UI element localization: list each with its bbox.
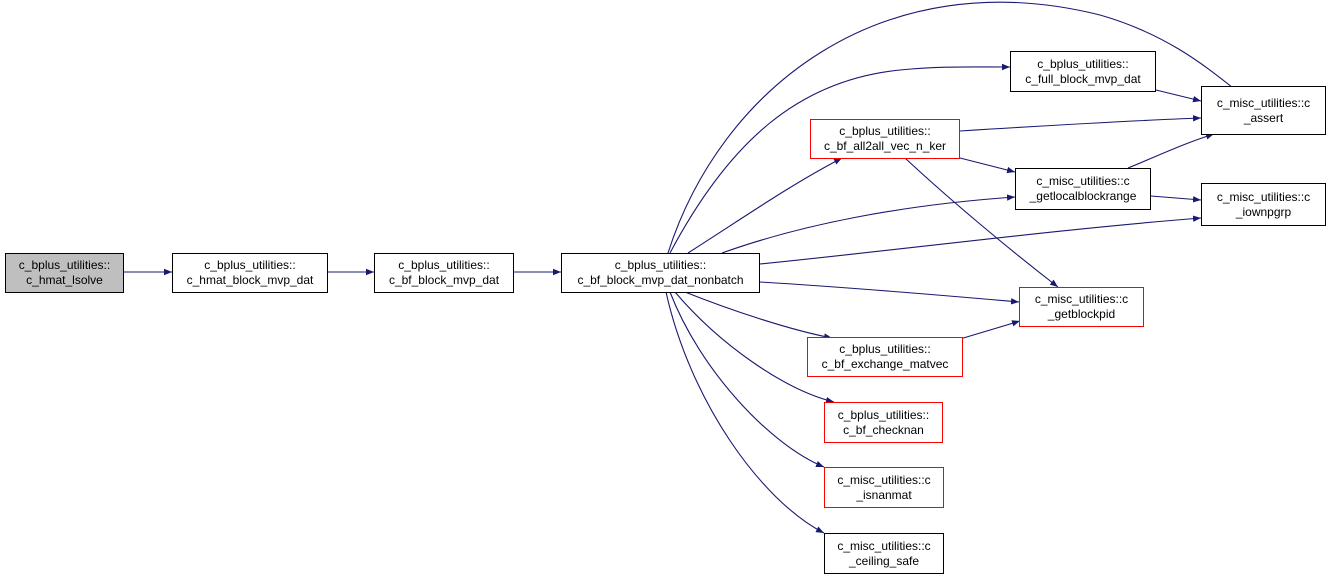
node-c-bf-checknan[interactable]: c_bplus_utilities:: c_bf_checknan	[824, 402, 943, 443]
node-label-scope: c_misc_utilities::c	[1036, 174, 1130, 188]
edge-all2all-to-assert	[959, 115, 1202, 132]
node-c-bf-block-mvp-dat-nonbatch[interactable]: c_bplus_utilities:: c_bf_block_mvp_dat_n…	[561, 253, 760, 293]
node-label-function: c_hmat_lsolve	[26, 273, 103, 287]
edge-nonbatch-to-exchange-matvec	[684, 291, 833, 340]
node-c-getlocalblockrange[interactable]: c_misc_utilities::c _getlocalblockrange	[1015, 168, 1151, 210]
node-label-function: c_hmat_block_mvp_dat	[186, 273, 314, 287]
node-c-assert[interactable]: c_misc_utilities::c _assert	[1201, 86, 1326, 135]
node-c-hmat-block-mvp-dat[interactable]: c_bplus_utilities:: c_hmat_block_mvp_dat	[172, 253, 328, 293]
node-c-hmat-lsolve: c_bplus_utilities:: c_hmat_lsolve	[5, 253, 124, 293]
edge-nonbatch-to-iownpgrp	[759, 215, 1202, 265]
node-label-scope: c_misc_utilities::c	[837, 472, 931, 487]
node-label-function: c_bf_block_mvp_dat_nonbatch	[577, 273, 744, 287]
edge-nonbatch-to-assert	[667, 1, 1243, 254]
node-label-scope: c_misc_utilities::c	[1216, 189, 1311, 204]
edge-nonbatch-to-checknan	[674, 291, 835, 404]
node-label-function: _iownpgrp	[1235, 204, 1292, 219]
node-label-scope: c_bplus_utilities::	[204, 258, 296, 272]
node-label-function: _ceiling_safe	[848, 553, 920, 568]
node-label-scope: c_bplus_utilities::	[614, 258, 707, 272]
node-c-bf-block-mvp-dat[interactable]: c_bplus_utilities:: c_bf_block_mvp_dat	[374, 253, 514, 293]
node-label-function: c_bf_block_mvp_dat	[388, 273, 500, 287]
node-c-full-block-mvp-dat[interactable]: c_bplus_utilities:: c_full_block_mvp_dat	[1010, 51, 1156, 92]
edge-exchange-matvec-to-getblockpid	[959, 320, 1021, 340]
node-c-getblockpid[interactable]: c_misc_utilities::c _getblockpid	[1019, 287, 1144, 327]
node-label-scope: c_bplus_utilities::	[1037, 56, 1129, 71]
node-label-scope: c_misc_utilities::c	[1216, 95, 1311, 110]
edge-getlocalblockrange-to-assert	[1127, 133, 1215, 169]
node-label-function: c_full_block_mvp_dat	[1025, 71, 1141, 86]
edge-nonbatch-to-getblockpid	[759, 281, 1020, 305]
node-c-bf-all2all-vec-n-ker[interactable]: c_bplus_utilities:: c_bf_all2all_vec_n_k…	[810, 119, 960, 159]
node-label-scope: c_bplus_utilities::	[839, 124, 931, 138]
node-c-ceiling-safe[interactable]: c_misc_utilities::c _ceiling_safe	[824, 533, 944, 574]
node-c-iownpgrp[interactable]: c_misc_utilities::c _iownpgrp	[1201, 183, 1326, 226]
node-label-function: _getblockpid	[1047, 307, 1116, 321]
node-c-bf-exchange-matvec[interactable]: c_bplus_utilities:: c_bf_exchange_matvec	[807, 337, 963, 377]
node-label-scope: c_bplus_utilities::	[839, 342, 931, 356]
edge-all2all-to-getlocalblockrange	[959, 157, 1016, 174]
node-label-scope: c_bplus_utilities::	[18, 258, 111, 272]
node-label-function: c_bf_exchange_matvec	[821, 357, 949, 371]
node-label-function: _getlocalblockrange	[1029, 189, 1137, 203]
node-c-isnanmat[interactable]: c_misc_utilities::c _isnanmat	[824, 467, 944, 508]
edge-full-block-to-assert	[1155, 89, 1202, 103]
node-label-function: c_bf_all2all_vec_n_ker	[823, 139, 947, 153]
edge-all2all-to-getblockpid	[904, 157, 1059, 288]
node-label-function: _isnanmat	[856, 487, 912, 502]
node-label-function: c_bf_checknan	[843, 422, 924, 437]
edge-nonbatch-to-full-block	[669, 63, 1011, 254]
edge-nonbatch-to-getlocalblockrange	[721, 194, 1016, 254]
node-label-scope: c_bplus_utilities::	[837, 407, 930, 422]
node-label-scope: c_misc_utilities::c	[1034, 292, 1129, 306]
edge-nonbatch-to-all2all	[687, 157, 843, 254]
node-label-scope: c_bplus_utilities::	[398, 258, 490, 272]
edge-getlocalblockrange-to-iownpgrp	[1150, 195, 1202, 203]
node-label-scope: c_misc_utilities::c	[837, 538, 931, 553]
edge-nonbatch-to-isnanmat	[669, 291, 825, 468]
edge-nonbatch-to-ceiling-safe	[665, 291, 825, 534]
node-label-function: _assert	[1243, 110, 1284, 125]
